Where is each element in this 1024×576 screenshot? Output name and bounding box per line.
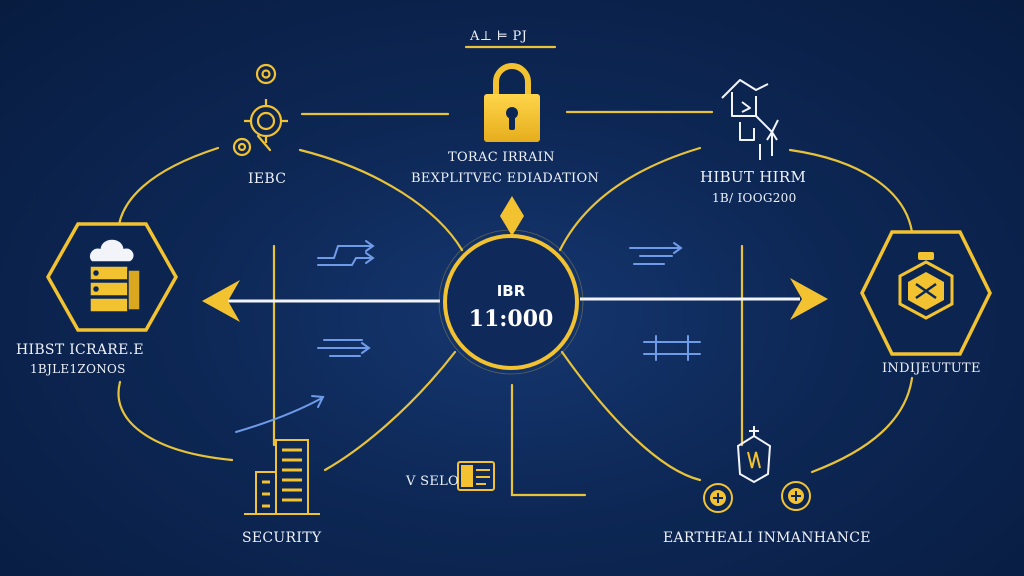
left-title: HIBST ICRARE.E [16,342,144,358]
server-stack-icon [88,238,141,313]
line-hub-top-right [558,146,702,252]
gear-icon [232,137,252,157]
flow-arrow-icon [317,339,371,357]
right-title: INDIJEUTUTE [882,361,981,376]
hub-line1: IBR [496,282,526,300]
connector-lines [116,45,914,497]
emblem-icon [736,426,772,484]
flow-arrow-icon [317,240,375,266]
line-hub-top-left [298,148,464,252]
flow-arrow-icon [629,242,683,265]
gear-icon [244,99,288,143]
building-icon [244,439,320,515]
diagonal-arrow-icon [235,395,325,433]
document-chart-icon [457,461,495,491]
line-hub-bottom-right [560,350,702,482]
emblem-icon [781,481,811,511]
line-hub-bottom-left [323,350,457,472]
line-right-to-earth [810,376,914,474]
network-house-icon [721,79,779,160]
central-hub [438,229,584,375]
top-center-title: TORAC IRRAIN [448,150,555,165]
top-right-title: HIBUT HIRM [700,168,807,186]
top-right-subtitle: 1B/ IOOG200 [712,191,797,205]
bottom-left-title: SECURITY [242,530,322,546]
shield-badge-icon [898,252,954,320]
blue-flow-arrows [235,240,701,433]
gear-icons [232,63,288,157]
line-top-right-outer [788,148,914,234]
diamond-marker [500,196,524,236]
line-hub-bottom-elbow [510,383,587,497]
line-top-left-outer [116,146,220,234]
hub-line2: 11:000 [468,306,554,332]
line-left-to-security [117,380,234,462]
emblem-icon [703,483,733,513]
bottom-right-title: EARTHEALI INMANHANCE [663,530,871,546]
left-subtitle: 1BJLE1ZONOS [30,362,126,376]
top-label: A⊥ ⊨ PJ [470,29,528,44]
flow-arrow-icon [643,335,701,361]
bottom-center-title: V SELO [406,474,460,489]
emblem-icons [703,426,811,513]
gear-icon [255,63,277,85]
top-left-title: IEBC [248,171,287,187]
padlock-icon [484,63,540,142]
top-center-subtitle: BEXPLITVEC EDIADATION [411,171,600,186]
right-arrow [580,278,828,320]
left-arrow [202,280,440,322]
